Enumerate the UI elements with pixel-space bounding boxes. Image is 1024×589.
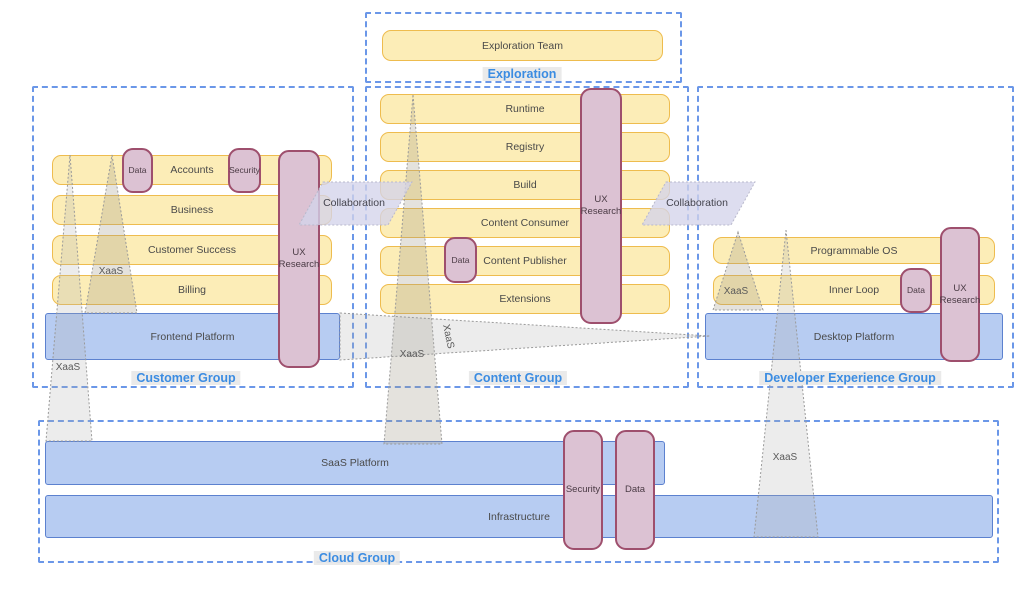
customer-data-box: Data (122, 148, 153, 193)
devex-group-label: Developer Experience Group (759, 371, 941, 385)
devex-ux-research-box: UX Research (940, 227, 980, 362)
runtime-team-box: Runtime (380, 94, 670, 124)
customer-group-label: Customer Group (131, 371, 241, 385)
collaboration-right-label: Collaboration (666, 197, 728, 209)
xaas-label-cloud: XaaS (772, 452, 798, 463)
devex-data-box: Data (900, 268, 932, 313)
exploration-group-label: Exploration (482, 67, 562, 81)
infrastructure-box: Infrastructure (45, 495, 993, 538)
content-consumer-team-box: Content Consumer (380, 208, 670, 238)
content-publisher-team-box: Content Publisher (380, 246, 670, 276)
content-group-box (365, 86, 689, 388)
cloud-security-box: Security (563, 430, 603, 550)
xaas-label-customer-mid: XaaS (98, 266, 124, 277)
registry-team-box: Registry (380, 132, 670, 162)
cloud-data-box: Data (615, 430, 655, 550)
saas-platform-box: SaaS Platform (45, 441, 665, 485)
exploration-group-box (365, 12, 682, 83)
customer-security-box: Security (228, 148, 261, 193)
build-team-box: Build (380, 170, 670, 200)
xaas-label-customer-low: XaaS (55, 362, 81, 373)
xaas-label-devex: XaaS (723, 286, 749, 297)
extensions-team-box: Extensions (380, 284, 670, 314)
customer-group-box (32, 86, 354, 388)
content-ux-research-box: UX Research (580, 88, 622, 324)
cloud-group-box (38, 420, 999, 563)
content-data-box: Data (444, 237, 477, 283)
content-group-label: Content Group (468, 371, 568, 385)
collaboration-left-label: Collaboration (323, 197, 385, 209)
devex-group-box (697, 86, 1014, 388)
exploration-team-box: Exploration Team (382, 30, 663, 61)
xaas-label-content-low: XaaS (399, 349, 425, 360)
customer-ux-research-box: UX Research (278, 150, 320, 368)
cloud-group-label: Cloud Group (313, 551, 401, 565)
